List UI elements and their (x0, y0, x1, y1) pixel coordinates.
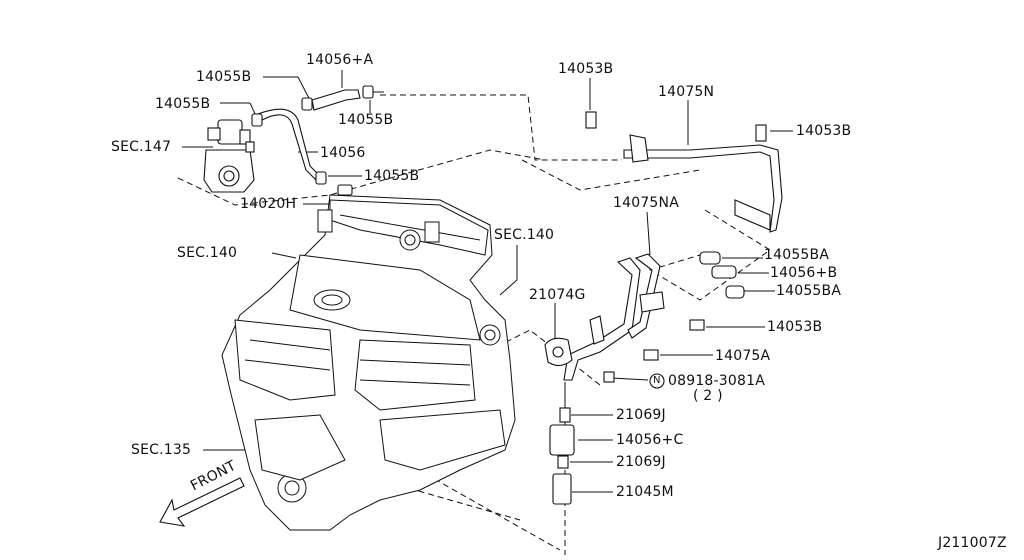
label-14056c: 14056+C (616, 432, 684, 448)
label-14053b-1: 14053B (558, 61, 614, 77)
label-n-symbol: N (653, 375, 661, 386)
label-sec147: SEC.147 (111, 139, 172, 155)
label-21045m: 21045M (616, 484, 674, 500)
label-14055ba-1: 14055BA (764, 247, 830, 263)
label-14055b-2: 14055B (155, 96, 211, 112)
label-14075na: 14075NA (613, 195, 679, 211)
label-14055b-3: 14055B (338, 112, 394, 128)
hose-14056 (251, 85, 384, 196)
label-14075n: 14075N (658, 84, 715, 100)
leader-lines (182, 70, 793, 493)
label-sec140-left: SEC.140 (177, 245, 238, 261)
egr-valve-assembly (203, 119, 255, 193)
front-arrow-icon (159, 477, 245, 527)
label-14056: 14056 (320, 145, 366, 161)
label-14055b-4: 14055B (364, 168, 420, 184)
lower-hose-stack (549, 382, 575, 505)
label-08918-3081a: 08918-3081A (668, 373, 765, 389)
label-21069j-2: 21069J (616, 454, 666, 470)
label-14053b-2: 14053B (796, 123, 852, 139)
label-sec140-right: SEC.140 (494, 227, 555, 243)
label-21069j-1: 21069J (616, 407, 666, 423)
label-14056b: 14056+B (770, 265, 838, 281)
label-14055ba-2: 14055BA (776, 283, 842, 299)
label-14055b-1: 14055B (196, 69, 252, 85)
diagram-id: J211007Z (938, 535, 1007, 551)
label-sec135: SEC.135 (131, 442, 192, 458)
label-21074g: 21074G (529, 287, 586, 303)
label-14020h: 14020H (240, 196, 297, 212)
label-14056a: 14056+A (306, 52, 374, 68)
label-08918-qty: ( 2 ) (693, 388, 723, 404)
label-14075a: 14075A (715, 348, 771, 364)
label-14053b-3: 14053B (767, 319, 823, 335)
tube-14075n (585, 111, 783, 233)
n-circle-icon (649, 373, 665, 389)
tube-14075na (544, 251, 745, 383)
engine-block (221, 194, 516, 531)
